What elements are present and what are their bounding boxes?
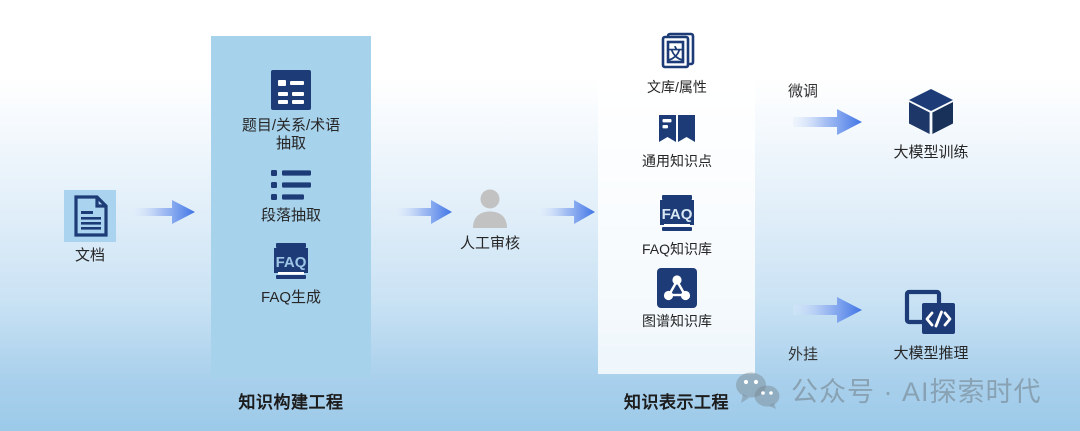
node-general-knowledge[interactable]: 通用知识点 (617, 112, 737, 170)
open-book-icon (656, 112, 698, 148)
panel-knowledge-representation-label: 知识表示工程 (624, 393, 729, 412)
person-icon (468, 186, 512, 230)
arrow-doc-to-construct (134, 198, 196, 231)
node-graph-knowledge-base-label: 图谱知识库 (642, 313, 712, 329)
node-graph-knowledge-base[interactable]: 图谱知识库 (617, 268, 737, 330)
node-document-label: 文档 (74, 247, 105, 264)
faq-book-icon: FAQ (269, 240, 313, 284)
arrow-represent-to-inference (793, 295, 863, 330)
svg-text:FAQ: FAQ (662, 206, 693, 223)
watermark-text: 公众号 · AI探索时代 (791, 377, 1042, 407)
node-model-training[interactable]: 大模型训练 (875, 85, 987, 162)
node-entity-extraction[interactable]: 题目/关系/术语 抽取 (221, 68, 361, 152)
node-model-training-label: 大模型训练 (893, 144, 969, 161)
node-faq-generation[interactable]: FAQ FAQ生成 (231, 240, 351, 307)
panel-knowledge-construction-label: 知识构建工程 (238, 393, 344, 412)
text-library-icon: 文 (655, 30, 699, 74)
arrow-represent-to-training (793, 107, 863, 142)
document-icon (64, 190, 116, 242)
node-general-knowledge-label: 通用知识点 (642, 153, 712, 169)
arrow-construct-to-review (397, 198, 453, 231)
graph-nodes-icon (657, 268, 697, 308)
arrow-label-plugin: 外挂 (788, 346, 819, 363)
watermark: 公众号 · AI探索时代 (735, 370, 1042, 409)
node-faq-knowledge-base-label: FAQ知识库 (641, 241, 712, 257)
svg-text:FAQ: FAQ (276, 254, 307, 271)
faq-book-icon: FAQ (655, 192, 699, 236)
node-faq-generation-label: FAQ生成 (260, 289, 321, 306)
node-text-library[interactable]: 文 文库/属性 (617, 30, 737, 96)
node-paragraph-extraction[interactable]: 段落抽取 (231, 168, 351, 225)
node-model-inference-label: 大模型推理 (893, 345, 969, 362)
node-human-review[interactable]: 人工审核 (440, 186, 540, 253)
node-faq-knowledge-base[interactable]: FAQ FAQ知识库 (617, 192, 737, 258)
list-card-icon (269, 68, 313, 112)
svg-text:文: 文 (668, 45, 684, 63)
node-text-library-label: 文库/属性 (647, 79, 707, 95)
node-entity-extraction-label: 题目/关系/术语 抽取 (241, 117, 341, 152)
node-document[interactable]: 文档 (48, 190, 132, 265)
bullet-list-icon (270, 168, 312, 202)
arrow-label-finetune: 微调 (788, 83, 819, 100)
node-model-inference[interactable]: 大模型推理 (875, 288, 987, 363)
node-human-review-label: 人工审核 (459, 235, 520, 252)
cube-icon (904, 85, 958, 139)
code-window-icon (903, 288, 959, 340)
arrow-review-to-represent (540, 198, 596, 231)
node-paragraph-extraction-label: 段落抽取 (260, 207, 321, 224)
